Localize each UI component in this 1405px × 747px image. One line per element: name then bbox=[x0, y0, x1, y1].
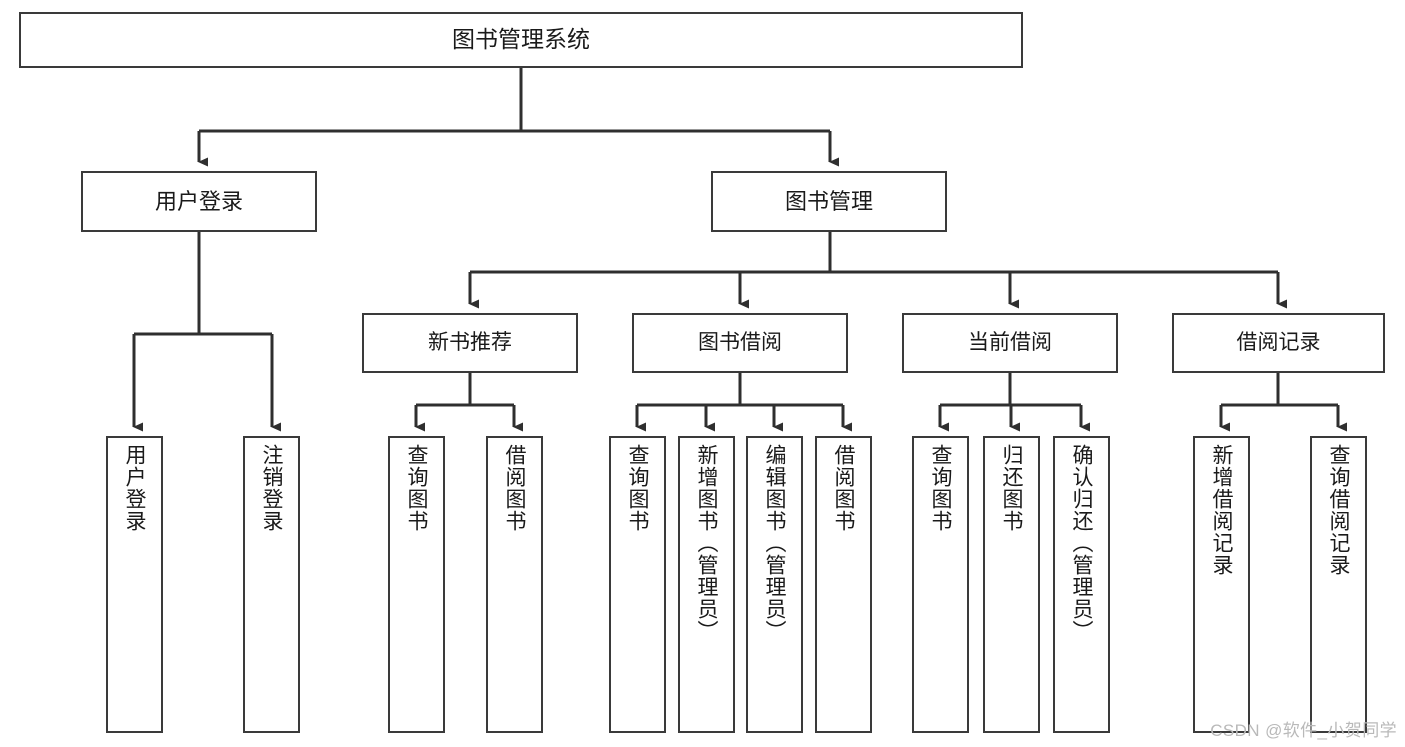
node-label: 注销登录 bbox=[260, 444, 283, 532]
node-label: 新增图书（管理员） bbox=[695, 444, 718, 642]
node-label: 查询图书 bbox=[929, 444, 952, 532]
node-label: 借阅记录 bbox=[1236, 330, 1321, 354]
node-leaf-user-login[interactable]: 用户登录 bbox=[106, 436, 163, 733]
node-user-login[interactable]: 用户登录 bbox=[81, 171, 317, 232]
node-leaf-query-book-borrow[interactable]: 查询图书 bbox=[609, 436, 666, 733]
node-leaf-user-logout[interactable]: 注销登录 bbox=[243, 436, 300, 733]
node-label: 当前借阅 bbox=[968, 330, 1052, 354]
node-book-manage[interactable]: 图书管理 bbox=[711, 171, 947, 232]
node-root-system[interactable]: 图书管理系统 bbox=[19, 12, 1023, 68]
node-leaf-confirm-return[interactable]: 确认归还（管理员） bbox=[1053, 436, 1110, 733]
node-label: 图书管理 bbox=[784, 188, 873, 214]
node-leaf-edit-book[interactable]: 编辑图书（管理员） bbox=[746, 436, 803, 733]
node-borrow-record[interactable]: 借阅记录 bbox=[1172, 313, 1385, 373]
node-label: 编辑图书（管理员） bbox=[763, 444, 786, 642]
node-leaf-return-book[interactable]: 归还图书 bbox=[983, 436, 1040, 733]
node-new-book-recommend[interactable]: 新书推荐 bbox=[362, 313, 578, 373]
node-label: 图书管理系统 bbox=[452, 26, 590, 53]
node-label: 查询借阅记录 bbox=[1327, 444, 1350, 576]
node-leaf-borrow-book[interactable]: 借阅图书 bbox=[815, 436, 872, 733]
node-label: 查询图书 bbox=[626, 444, 649, 532]
node-leaf-borrow-book-recommend[interactable]: 借阅图书 bbox=[486, 436, 543, 733]
node-leaf-query-borrow-record[interactable]: 查询借阅记录 bbox=[1310, 436, 1367, 733]
node-label: 查询图书 bbox=[405, 444, 428, 532]
node-label: 确认归还（管理员） bbox=[1070, 444, 1093, 642]
csdn-watermark: CSDN @软件_小贺同学 bbox=[1210, 721, 1397, 740]
node-label: 归还图书 bbox=[1000, 444, 1023, 532]
node-leaf-query-book-current[interactable]: 查询图书 bbox=[912, 436, 969, 733]
node-leaf-query-book-recommend[interactable]: 查询图书 bbox=[388, 436, 445, 733]
node-label: 借阅图书 bbox=[503, 444, 526, 532]
node-current-borrow[interactable]: 当前借阅 bbox=[902, 313, 1118, 373]
node-label: 新书推荐 bbox=[428, 330, 512, 354]
node-leaf-add-book[interactable]: 新增图书（管理员） bbox=[678, 436, 735, 733]
node-label: 借阅图书 bbox=[832, 444, 855, 532]
node-label: 用户登录 bbox=[154, 188, 243, 214]
node-label: 图书借阅 bbox=[698, 330, 782, 354]
node-book-borrow[interactable]: 图书借阅 bbox=[632, 313, 848, 373]
node-label: 用户登录 bbox=[123, 444, 146, 532]
node-leaf-add-borrow-record[interactable]: 新增借阅记录 bbox=[1193, 436, 1250, 733]
node-label: 新增借阅记录 bbox=[1210, 444, 1233, 576]
